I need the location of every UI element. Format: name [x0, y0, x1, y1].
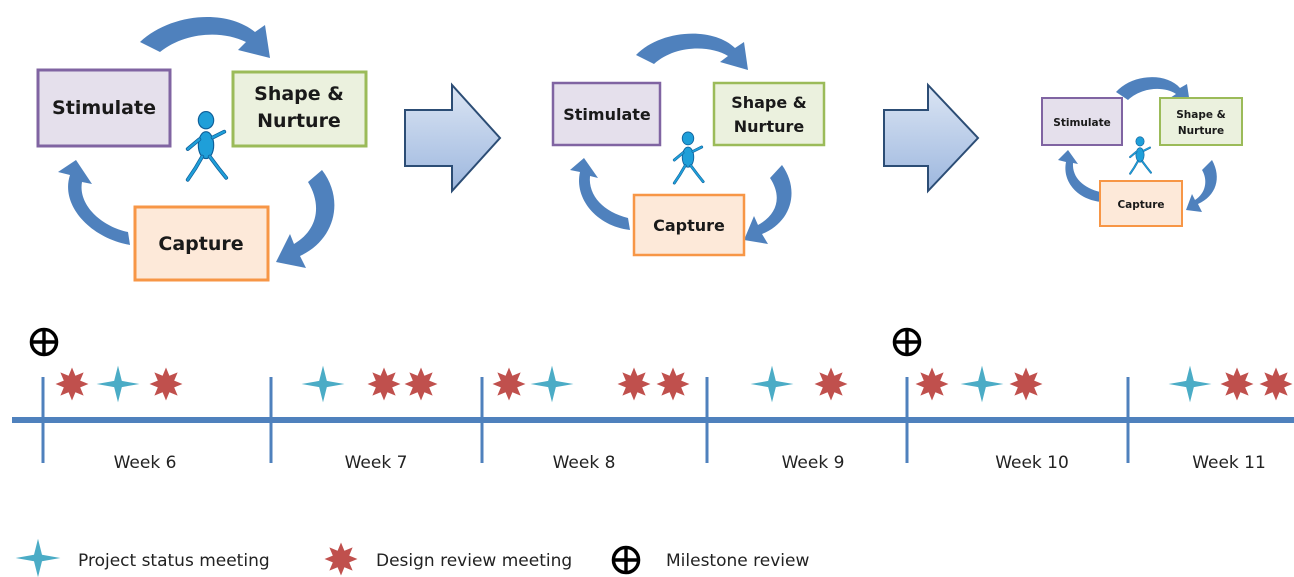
- timeline: Week 6 Week 7 Week 8 Week 9 Week 10 Week 11: [12, 327, 1294, 473]
- capture-label: Capture: [158, 233, 243, 255]
- cycle-arrow-left: [58, 160, 130, 245]
- cycle-arrow-left: [1058, 150, 1102, 202]
- week-label: Week 11: [1192, 453, 1266, 473]
- shape-nurture-label-line1: Shape &: [1176, 109, 1226, 121]
- week-label: Week 8: [553, 453, 616, 473]
- stick-figure-icon: [188, 112, 226, 180]
- cycle-arrow-right: [276, 170, 335, 268]
- cycle-arrow-top: [140, 17, 270, 59]
- week-divider-tick: [905, 377, 909, 463]
- milestone-review-icon: [892, 327, 922, 357]
- status-meeting-star-icon: [301, 365, 345, 403]
- status-meeting-star-icon: [960, 365, 1004, 403]
- legend-status-star-icon: [15, 538, 61, 577]
- design-review-star-icon: [492, 367, 526, 401]
- week-divider-tick: [705, 377, 709, 463]
- cycle-diagram-medium: Stimulate Shape & Nurture Capture: [551, 33, 826, 257]
- stimulate-box: [551, 81, 662, 147]
- cycle-diagram-large: Stimulate Shape & Nurture Capture: [36, 17, 368, 282]
- week-divider-tick: [269, 377, 273, 463]
- design-review-star-icon: [617, 367, 651, 401]
- stimulate-label: Stimulate: [563, 105, 651, 124]
- transition-arrow-2: [883, 82, 980, 194]
- legend-milestone-label: Milestone review: [666, 551, 809, 571]
- capture-label: Capture: [653, 216, 725, 235]
- shape-nurture-box: [1159, 97, 1243, 146]
- design-review-star-icon: [656, 367, 690, 401]
- status-meeting-star-icon: [530, 365, 574, 403]
- stick-figure-icon: [672, 130, 705, 185]
- capture-box: [632, 193, 746, 257]
- capture-label: Capture: [1117, 199, 1164, 211]
- week-divider-tick: [41, 377, 45, 463]
- shape-nurture-label-line2: Nurture: [734, 117, 805, 136]
- shape-nurture-label-line2: Nurture: [257, 110, 341, 132]
- cycle-arrow-right: [744, 165, 792, 244]
- design-review-star-icon: [1220, 367, 1254, 401]
- milestone-review-icon: [29, 327, 59, 357]
- legend-status-label: Project status meeting: [78, 551, 270, 571]
- status-meeting-star-icon: [750, 365, 794, 403]
- design-review-star-icon: [404, 367, 438, 401]
- legend: Project status meeting Design review mee…: [15, 538, 809, 577]
- shape-nurture-label-line1: Shape &: [731, 93, 807, 112]
- shape-nurture-label-line2: Nurture: [1178, 125, 1224, 137]
- timeline-axis: [12, 417, 1294, 423]
- legend-milestone-icon: [611, 545, 641, 575]
- week-divider-tick: [1126, 377, 1130, 463]
- week-divider-tick: [480, 377, 484, 463]
- cycle-arrow-top: [636, 33, 748, 70]
- shape-nurture-box: [712, 81, 826, 147]
- stimulate-label: Stimulate: [1053, 117, 1110, 129]
- design-review-star-icon: [55, 367, 89, 401]
- week-label: Week 10: [995, 453, 1069, 473]
- stimulate-label: Stimulate: [52, 97, 156, 119]
- stick-figure-icon: [1129, 135, 1153, 175]
- capture-box: [1099, 180, 1183, 227]
- shape-nurture-label-line1: Shape &: [254, 83, 344, 105]
- legend-design-label: Design review meeting: [376, 551, 572, 571]
- transition-arrow-1: [404, 82, 502, 194]
- shape-nurture-box: [231, 70, 368, 148]
- status-meeting-star-icon: [96, 365, 140, 403]
- design-review-star-icon: [814, 367, 848, 401]
- cycle-diagram-small: Stimulate Shape & Nurture Capture: [1041, 77, 1243, 227]
- design-review-star-icon: [149, 367, 183, 401]
- week-label: Week 6: [114, 453, 177, 473]
- week-label: Week 9: [782, 453, 845, 473]
- week-label: Week 7: [345, 453, 408, 473]
- cycle-arrow-left: [570, 158, 630, 230]
- capture-box: [133, 205, 270, 282]
- stimulate-box: [36, 68, 172, 148]
- design-review-star-icon: [915, 367, 949, 401]
- legend-design-star-icon: [324, 542, 358, 576]
- design-review-star-icon: [1259, 367, 1293, 401]
- cycle-arrow-right: [1186, 160, 1217, 212]
- design-review-star-icon: [1009, 367, 1043, 401]
- design-review-star-icon: [367, 367, 401, 401]
- status-meeting-star-icon: [1168, 365, 1212, 403]
- stimulate-box: [1041, 97, 1123, 146]
